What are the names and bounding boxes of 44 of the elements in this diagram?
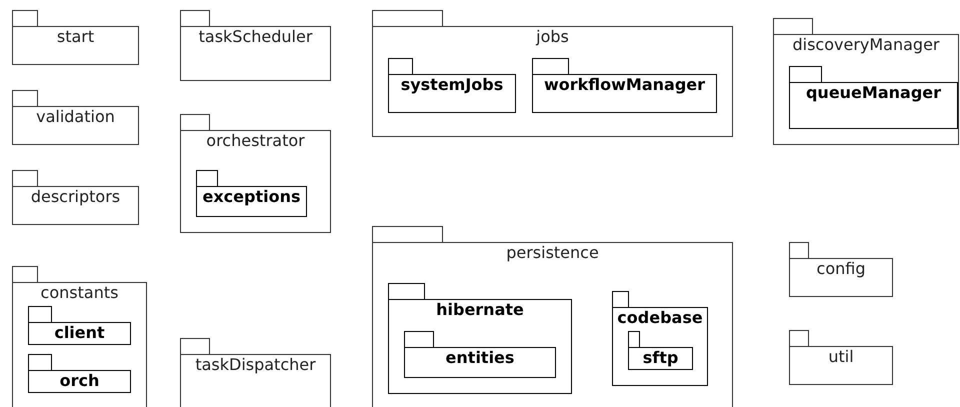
package-name: systemJobs <box>400 75 504 95</box>
package-name: discoveryManager <box>792 35 940 55</box>
package-name: config <box>816 259 866 279</box>
package-name: jobs <box>536 27 569 47</box>
package-name: hibernate <box>436 300 524 320</box>
package-name: codebase <box>617 308 703 328</box>
package-folder <box>773 18 959 145</box>
package-name: client <box>54 323 105 343</box>
package-name: exceptions <box>202 187 300 207</box>
package-folder <box>789 330 893 385</box>
package-name: entities <box>446 348 514 368</box>
package-name: taskDispatcher <box>195 355 316 375</box>
package-name: orchestrator <box>206 131 305 151</box>
package-folder <box>28 306 131 345</box>
package-name: validation <box>36 107 115 127</box>
package-folder <box>28 354 131 393</box>
package-name: constants <box>40 283 118 303</box>
package-folder <box>180 114 331 233</box>
package-folder <box>12 10 139 65</box>
package-folder <box>388 58 516 113</box>
package-folder <box>532 58 717 113</box>
package-folder <box>612 291 708 386</box>
package-name: sftp <box>642 348 678 368</box>
package-folder <box>12 266 147 407</box>
package-folder <box>789 66 958 129</box>
package-folder <box>12 90 139 145</box>
package-folder <box>404 331 556 378</box>
package-folder <box>628 331 693 370</box>
package-folder <box>180 338 331 407</box>
package-folder <box>372 10 733 137</box>
package-folder <box>372 226 733 407</box>
package-name: taskScheduler <box>198 27 312 47</box>
package-name: queueManager <box>806 83 942 103</box>
package-folder <box>388 283 572 394</box>
package-folder <box>196 170 307 217</box>
package-name: persistence <box>506 243 599 263</box>
package-folder <box>12 170 139 225</box>
package-name: util <box>828 347 854 367</box>
package-folder <box>789 242 893 297</box>
package-name: descriptors <box>30 187 120 207</box>
package-name: workflowManager <box>544 75 706 95</box>
package-name: orch <box>60 371 100 391</box>
package-name: start <box>56 27 94 47</box>
package-folder <box>180 10 331 81</box>
